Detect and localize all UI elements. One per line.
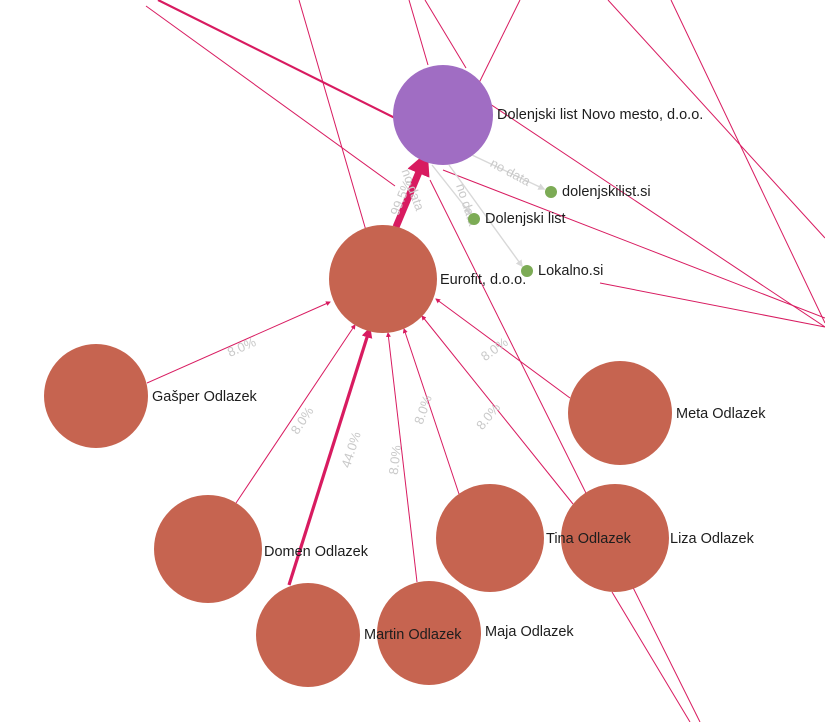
offscreen-edge-13 [599,282,825,328]
offscreen-edge-5 [424,0,467,69]
gasper-to-eurofit-label: 8.0% [225,334,259,360]
offscreen-edge-layer [145,0,825,722]
node-meta[interactable] [568,361,672,465]
node-gasper[interactable] [44,344,148,448]
offscreen-edge-10 [442,169,825,319]
meta-to-eurofit [435,298,571,399]
domen-to-eurofit [235,324,356,504]
offscreen-edge-4 [408,0,429,66]
node-label-martin: Martin Odlazek [364,627,462,643]
liza-to-eurofit [421,315,574,505]
node-lokalno_si[interactable] [521,265,533,277]
node-label-dolenjskilist_si: dolenjskilist.si [562,184,651,200]
offscreen-edge-9 [462,85,825,328]
node-liza[interactable] [561,484,669,592]
offscreen-edge-2 [145,5,396,187]
martin-to-eurofit-label: 44.0% [338,429,364,469]
node-domen[interactable] [154,495,262,603]
node-dolenjski_list_brand[interactable] [468,213,480,225]
node-label-dolenjski_list_brand: Dolenjski list [485,211,566,227]
node-maja[interactable] [377,581,481,685]
node-martin[interactable] [256,583,360,687]
node-label-lokalno_si: Lokalno.si [538,263,603,279]
node-eurofit[interactable] [329,225,437,333]
maja-to-eurofit-label: 8.0% [386,444,405,476]
offscreen-edge-3 [298,0,368,235]
node-dolenjski_list_company[interactable] [393,65,493,165]
gasper-to-eurofit [146,301,331,384]
node-label-maja: Maja Odlazek [485,624,574,640]
node-layer[interactable] [44,65,672,687]
node-label-meta: Meta Odlazek [676,406,766,422]
offscreen-edge-11 [429,179,701,722]
node-label-liza: Liza Odlazek [670,531,755,547]
brand-edge-layer [431,154,546,268]
node-dolenjskilist_si[interactable] [545,186,557,198]
node-label-domen: Domen Odlazek [264,544,369,560]
tina-to-eurofit-label: 8.0% [411,393,435,426]
liza-to-eurofit-label: 8.0% [473,400,504,433]
node-label-tina: Tina Odlazek [546,531,632,547]
node-label-eurofit: Eurofit, d.o.o. [440,272,526,288]
edge-layer [146,151,574,586]
offscreen-edge-12 [611,591,691,722]
company-to-dolenjskilist-si-label: no data [488,155,534,189]
domen-to-eurofit-label: 8.0% [288,404,317,437]
tina-to-eurofit [402,328,460,495]
offscreen-edge-7 [607,0,825,239]
martin-to-eurofit [287,326,373,586]
offscreen-edge-1 [157,0,412,127]
meta-to-eurofit-label: 8.0% [478,334,511,364]
node-label-gasper: Gašper Odlazek [152,389,258,405]
node-tina[interactable] [436,484,544,592]
company-to-dolenjskilist-si [471,154,546,190]
offscreen-edge-8 [670,0,825,324]
company-to-dolenjski-list-brand [431,164,471,215]
node-label-layer: Dolenjski list Novo mesto, d.o.o. Eurofit… [152,107,766,643]
offscreen-edge-6 [478,0,521,84]
company-to-lokalno-si [448,164,523,268]
maja-to-eurofit [385,332,418,583]
eurofit-to-company [392,151,430,229]
node-label-dolenjski_list_company: Dolenjski list Novo mesto, d.o.o. [497,107,703,123]
